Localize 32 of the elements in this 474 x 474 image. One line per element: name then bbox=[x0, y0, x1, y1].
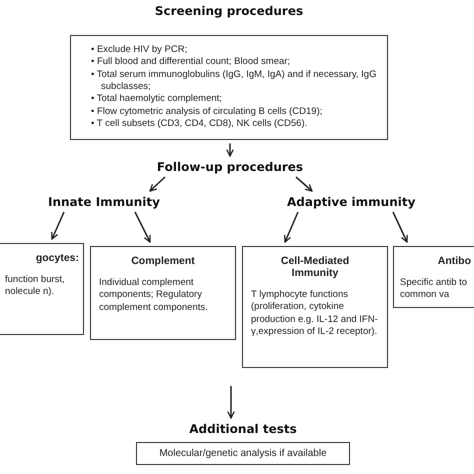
box-title: Cell-Mediated Immunity bbox=[280, 255, 350, 279]
list-item: • Total serum immunoglobulins (IgG, IgM, IgA) and if necessary, IgG subclasses; bbox=[91, 68, 378, 94]
list-item: • Full blood and differential count; Blood smear; bbox=[91, 56, 292, 69]
section-heading: Additional tests bbox=[188, 422, 298, 438]
arrow bbox=[149, 176, 166, 192]
list-item: • Exclude HIV by PCR; bbox=[91, 44, 188, 56]
list-item: • T cell subsets (CD3, CD4, CD8), NK cells (CD56). bbox=[91, 118, 308, 130]
process-box bbox=[393, 246, 474, 308]
process-box bbox=[0, 243, 84, 335]
box-text: Molecular/genetic analysis if available bbox=[158, 447, 328, 460]
box-text: function burst, nolecule n). bbox=[5, 274, 66, 299]
list-item: • Flow cytometric analysis of circulating B cells (CD19); bbox=[91, 106, 324, 118]
box-text: Specific antib to common va bbox=[400, 277, 468, 302]
box-title: Complement bbox=[130, 255, 196, 267]
arrow bbox=[226, 143, 234, 157]
process-box bbox=[242, 246, 388, 368]
arrow bbox=[51, 212, 65, 240]
box-title: gocytes: bbox=[34, 252, 79, 264]
process-box bbox=[90, 246, 236, 340]
arrow bbox=[134, 212, 151, 243]
box-text: Individual complement components; Regulatory complement components. bbox=[99, 277, 209, 314]
arrow bbox=[227, 386, 235, 419]
list-item: • Total haemolytic complement; bbox=[91, 93, 223, 106]
arrow bbox=[284, 212, 299, 243]
arrow bbox=[296, 176, 313, 192]
section-heading: Follow-up procedures bbox=[148, 160, 312, 174]
section-heading: Innate Immunity bbox=[48, 195, 158, 209]
section-heading: Adaptive immunity bbox=[287, 195, 413, 209]
section-heading: Screening procedures bbox=[154, 4, 304, 20]
box-text: T lymphocyte functions (proliferation, cytokine production e.g. IL-12 and IFN-γ,expression of IL-2 receptor). bbox=[251, 289, 379, 338]
box-title: Antibo bbox=[436, 255, 471, 267]
arrow bbox=[392, 212, 408, 243]
